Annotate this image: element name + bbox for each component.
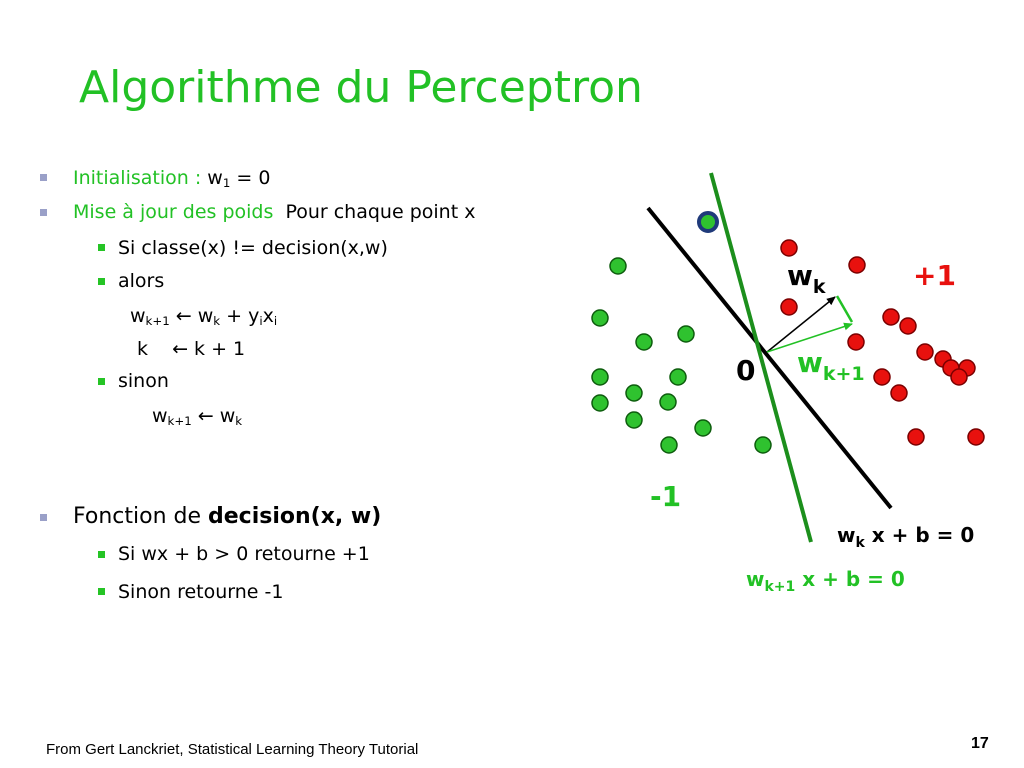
- init-w: w: [207, 167, 223, 189]
- decision-rule-positive: Si wx + b > 0 retourne +1: [118, 543, 370, 565]
- decision-prefix: Fonction de: [73, 504, 208, 529]
- condition-if: Si classe(x) != decision(x,w): [118, 237, 388, 259]
- bullet-square: [40, 209, 47, 216]
- negative-point: [591, 394, 609, 412]
- positive-point: [916, 343, 934, 361]
- positive-point: [780, 239, 798, 257]
- init-w-sub: 1: [222, 175, 231, 190]
- negative-point: [591, 309, 609, 327]
- negative-point: [677, 325, 695, 343]
- positive-point: [967, 428, 985, 446]
- bullet-decision: Fonction de decision(x, w): [73, 503, 381, 531]
- negative-point: [659, 393, 677, 411]
- negative-point: [609, 257, 627, 275]
- update-rule-w: wk+1 ← wk + yixi: [130, 304, 277, 328]
- update-rule-else: wk+1 ← wk: [152, 404, 242, 428]
- negative-point: [669, 368, 687, 386]
- positive-point: [899, 317, 917, 335]
- eq-wk-rest: x + b = 0: [865, 523, 974, 547]
- positive-point: [882, 308, 900, 326]
- condition-else: sinon: [118, 370, 169, 392]
- upd2-k: k: [137, 338, 149, 360]
- negative-point: [635, 333, 653, 351]
- positive-class-label: +1: [913, 259, 956, 292]
- upd2-rest: ← k + 1: [172, 338, 246, 360]
- equation-wk: wk x + b = 0: [837, 523, 974, 551]
- negative-point: [625, 384, 643, 402]
- vector-wk1: [766, 322, 853, 353]
- negative-point: [694, 419, 712, 437]
- init-label: Initialisation :: [73, 167, 202, 189]
- bullet-square: [40, 174, 47, 181]
- update-label: Mise à jour des poids: [73, 201, 274, 223]
- positive-point: [907, 428, 925, 446]
- wk1-label-sub: k+1: [823, 363, 865, 385]
- wk1-label-w: w: [797, 346, 823, 379]
- wk-label-sub: k: [813, 276, 826, 298]
- update-rule-k: k ← k + 1: [137, 337, 245, 361]
- wk-label: wk: [787, 259, 826, 298]
- bullet-square: [98, 378, 105, 385]
- misclassified-point: [697, 211, 719, 233]
- bullet-square: [98, 551, 105, 558]
- negative-point: [660, 436, 678, 454]
- eq-wk-sub: k: [855, 535, 865, 551]
- negative-point: [754, 436, 772, 454]
- footer-credit: From Gert Lanckriet, Statistical Learnin…: [46, 741, 419, 758]
- upd3-arrow: ← w: [191, 405, 236, 427]
- wk-label-w: w: [787, 259, 813, 292]
- positive-points: [780, 239, 985, 446]
- vector-wk: [766, 296, 836, 353]
- positive-point: [950, 368, 968, 386]
- negative-class-label: -1: [650, 480, 681, 513]
- eq-wk-w: w: [837, 523, 855, 547]
- upd3-k-sub: k: [235, 413, 243, 428]
- eq-wk1-sub: k+1: [764, 579, 795, 595]
- eq-wk1-w: w: [746, 567, 764, 591]
- bullet-initialisation: Initialisation : w1 = 0: [73, 166, 270, 190]
- upd1-arrow: ← w: [169, 305, 214, 327]
- bullet-square: [40, 514, 47, 521]
- decision-rule-negative: Sinon retourne -1: [118, 581, 284, 603]
- bullet-square: [98, 278, 105, 285]
- positive-point: [847, 333, 865, 351]
- upd1-k-sub: k: [213, 313, 221, 328]
- decision-boundary-wk1: [709, 172, 813, 543]
- init-rest: = 0: [230, 167, 271, 189]
- update-rest: Pour chaque point x: [285, 201, 476, 223]
- positive-point: [890, 384, 908, 402]
- upd1-x: x: [262, 305, 274, 327]
- bullet-square: [98, 588, 105, 595]
- positive-point: [848, 256, 866, 274]
- upd1-i-sub2: i: [273, 313, 278, 328]
- origin-label: 0: [736, 354, 755, 387]
- negative-point: [625, 411, 643, 429]
- equation-wk1: wk+1 x + b = 0: [746, 567, 905, 595]
- negative-points: [591, 257, 772, 454]
- upd3-w-sub: k+1: [167, 413, 192, 428]
- condition-then: alors: [118, 270, 165, 292]
- vector-update: [835, 295, 854, 323]
- positive-point: [873, 368, 891, 386]
- decision-bold: decision(x, w): [208, 504, 382, 529]
- bullet-square: [98, 244, 105, 251]
- eq-wk1-rest: x + b = 0: [795, 567, 904, 591]
- upd3-w: w: [152, 405, 168, 427]
- decision-boundary-wk: [646, 206, 893, 510]
- positive-point: [780, 298, 798, 316]
- upd1-w: w: [130, 305, 146, 327]
- upd1-w-sub: k+1: [145, 313, 170, 328]
- page-number: 17: [971, 735, 989, 752]
- negative-point: [591, 368, 609, 386]
- slide-title: Algorithme du Perceptron: [79, 62, 643, 113]
- wk1-label: wk+1: [797, 346, 865, 385]
- bullet-update: Mise à jour des poids Pour chaque point …: [73, 200, 475, 224]
- upd1-i-sub: i: [259, 313, 263, 328]
- upd1-plus: + y: [220, 305, 260, 327]
